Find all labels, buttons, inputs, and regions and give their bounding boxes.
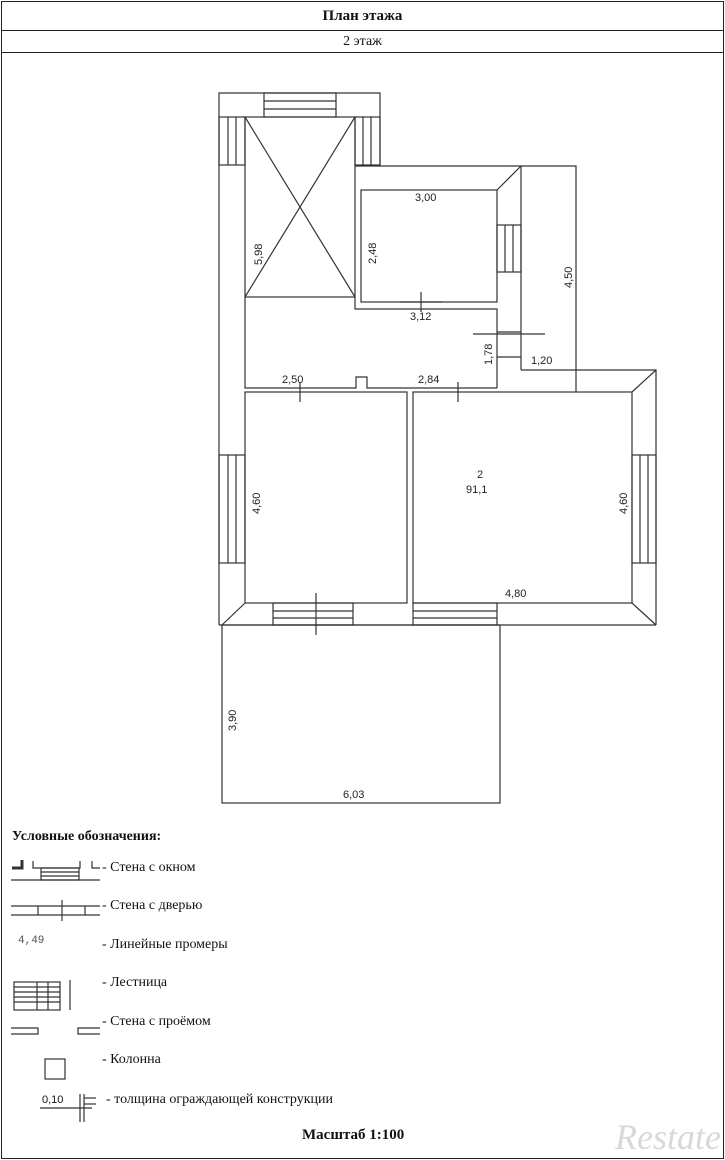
dim-corridor-step: 1,78 [483,344,495,365]
lower-rooms [218,369,657,635]
room-area: 91,1 [466,484,487,496]
thickness-symbol [40,1094,96,1122]
page-title: План этажа [2,2,723,31]
column-symbol [44,1058,66,1080]
legend-item: - Лестница [102,975,168,990]
legend-thickness-sample: 0,10 [42,1094,64,1106]
dim-stair-height: 5,98 [253,244,265,265]
stair-tower [218,92,381,625]
watermark-logo: Restate [615,1117,721,1157]
legend-item: - толщина ограждающей конструкции [106,1092,333,1107]
legend-item: - Стена с дверью [102,898,203,913]
dim-right-room-height: 4,60 [618,493,630,514]
opening-symbol [11,1027,100,1035]
balcony [221,624,501,804]
room-number: 2 [477,469,483,481]
dim-corridor-right: 2,84 [418,374,439,386]
floor-label: 2 этаж [2,31,723,53]
dim-left-room-height: 4,60 [251,493,263,514]
stair-symbol [13,980,71,1011]
wall-door-symbol [11,900,100,921]
window-east [631,454,657,564]
dim-small-room-bottom: 3,12 [410,311,431,323]
dim-balcony-height: 3,90 [227,710,239,731]
legend-measure-sample: 4,49 [18,935,45,947]
dim-small-room-width: 3,00 [415,192,436,204]
dim-small-room-height: 2,48 [367,243,379,264]
dim-right-strip: 4,50 [563,267,575,288]
corridor [244,297,657,625]
legend-symbols [11,860,100,1122]
dim-balcony-width: 6,03 [343,789,364,801]
dim-corridor-step-width: 1,20 [531,355,552,367]
scale-label: Масштаб 1:100 [302,1127,405,1143]
dim-right-room-width: 4,80 [505,588,526,600]
window-left [218,454,246,564]
window-top [263,92,337,118]
small-room [355,165,577,392]
legend-item: - Колонна [102,1052,161,1067]
legend-item: - Линейные промеры [102,937,228,952]
legend-item: - Стена с окном [102,860,196,875]
legend-item: - Стена с проёмом [102,1014,211,1029]
legend-title: Условные обозначения: [12,829,162,844]
dim-corridor-left: 2,50 [282,374,303,386]
wall-window-symbol [12,860,24,870]
window-right [496,224,522,273]
